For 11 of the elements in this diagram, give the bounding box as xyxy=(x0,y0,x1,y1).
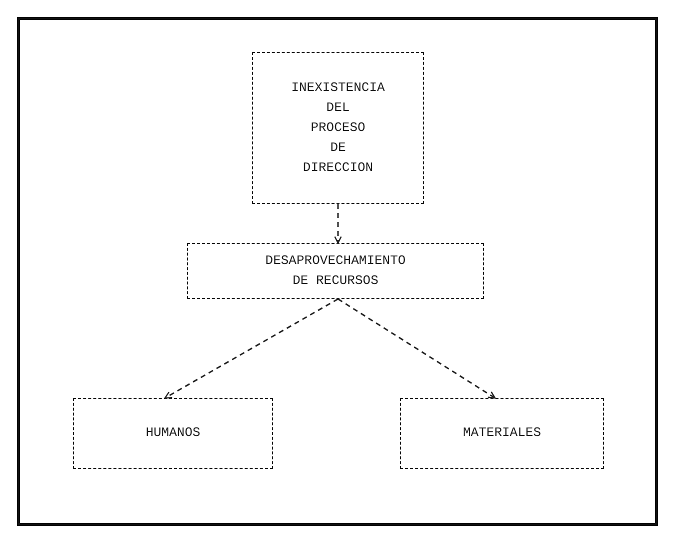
process-box xyxy=(73,398,273,469)
arrow xyxy=(338,298,496,399)
box-label: INEXISTENCIA DEL PROCESO DE DIRECCION xyxy=(290,78,386,178)
box-label: DESAPROVECHAMIENTO DE RECURSOS xyxy=(264,252,407,290)
arrow xyxy=(164,298,338,399)
box-label: MATERIALES xyxy=(462,424,542,442)
process-box xyxy=(187,243,484,299)
process-box xyxy=(400,398,604,469)
box-label: HUMANOS xyxy=(144,424,202,442)
process-box xyxy=(252,52,424,204)
arrow xyxy=(334,204,342,244)
